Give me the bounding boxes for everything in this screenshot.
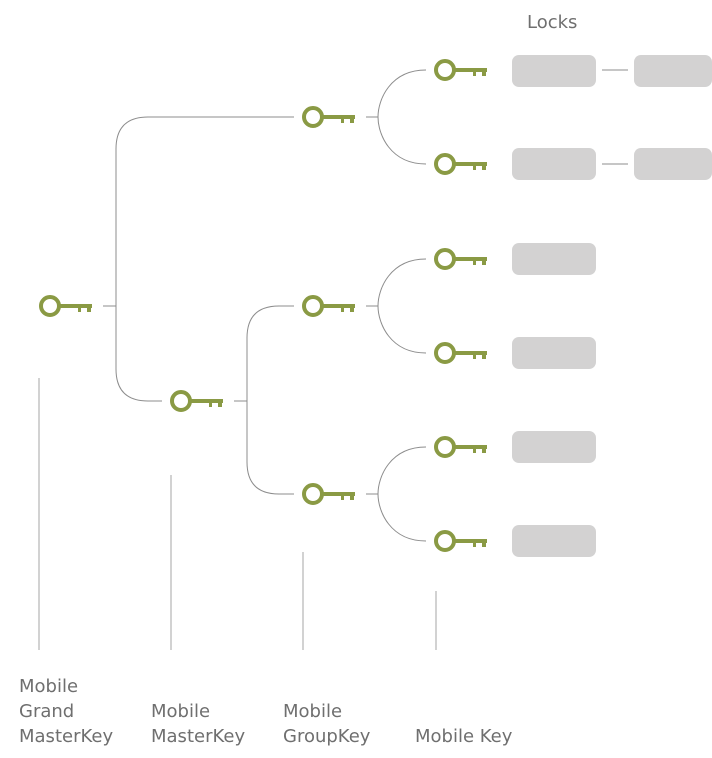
lock-block bbox=[512, 525, 596, 557]
mobile-key-icon bbox=[434, 153, 487, 175]
level-label-grand-masterkey: Mobile Grand MasterKey bbox=[19, 674, 113, 749]
lock-block bbox=[512, 148, 596, 180]
lock-block bbox=[512, 337, 596, 369]
groupkey-icon bbox=[302, 295, 355, 317]
mobile-key-icon bbox=[434, 436, 487, 458]
level-label-masterkey: Mobile MasterKey bbox=[151, 699, 245, 749]
connector-line bbox=[377, 446, 427, 542]
level-label-line: MasterKey bbox=[19, 726, 114, 747]
level-label-line: Mobile Key bbox=[415, 726, 513, 747]
locks-title-text: Locks bbox=[527, 12, 578, 33]
masterkey-icon bbox=[170, 390, 223, 412]
level-label-line: Mobile bbox=[283, 701, 343, 722]
lock-block bbox=[512, 243, 596, 275]
connector-line bbox=[377, 258, 427, 354]
mobile-key-icon bbox=[434, 530, 487, 552]
mobile-key-icon bbox=[434, 248, 487, 270]
connector-line bbox=[115, 116, 294, 402]
mobile-key-icon bbox=[434, 342, 487, 364]
mobile-key-icon bbox=[434, 59, 487, 81]
groupkey-icon bbox=[302, 483, 355, 505]
level-label-line: Grand bbox=[19, 701, 75, 722]
level-label-mobile-key: Mobile Key bbox=[415, 724, 512, 749]
lock-block bbox=[512, 55, 596, 87]
groupkey-icon bbox=[302, 106, 355, 128]
level-label-line: Mobile bbox=[19, 676, 79, 697]
lock-block bbox=[512, 431, 596, 463]
connector-line bbox=[377, 69, 427, 165]
level-label-line: GroupKey bbox=[283, 726, 371, 747]
level-label-groupkey: Mobile GroupKey bbox=[283, 699, 370, 749]
grand-masterkey-icon bbox=[39, 295, 92, 317]
level-label-line: Mobile bbox=[151, 701, 211, 722]
lock-block bbox=[634, 55, 712, 87]
lock-block bbox=[634, 148, 712, 180]
locks-title: Locks bbox=[527, 10, 577, 35]
level-label-line: MasterKey bbox=[151, 726, 246, 747]
connector-line bbox=[246, 305, 294, 495]
